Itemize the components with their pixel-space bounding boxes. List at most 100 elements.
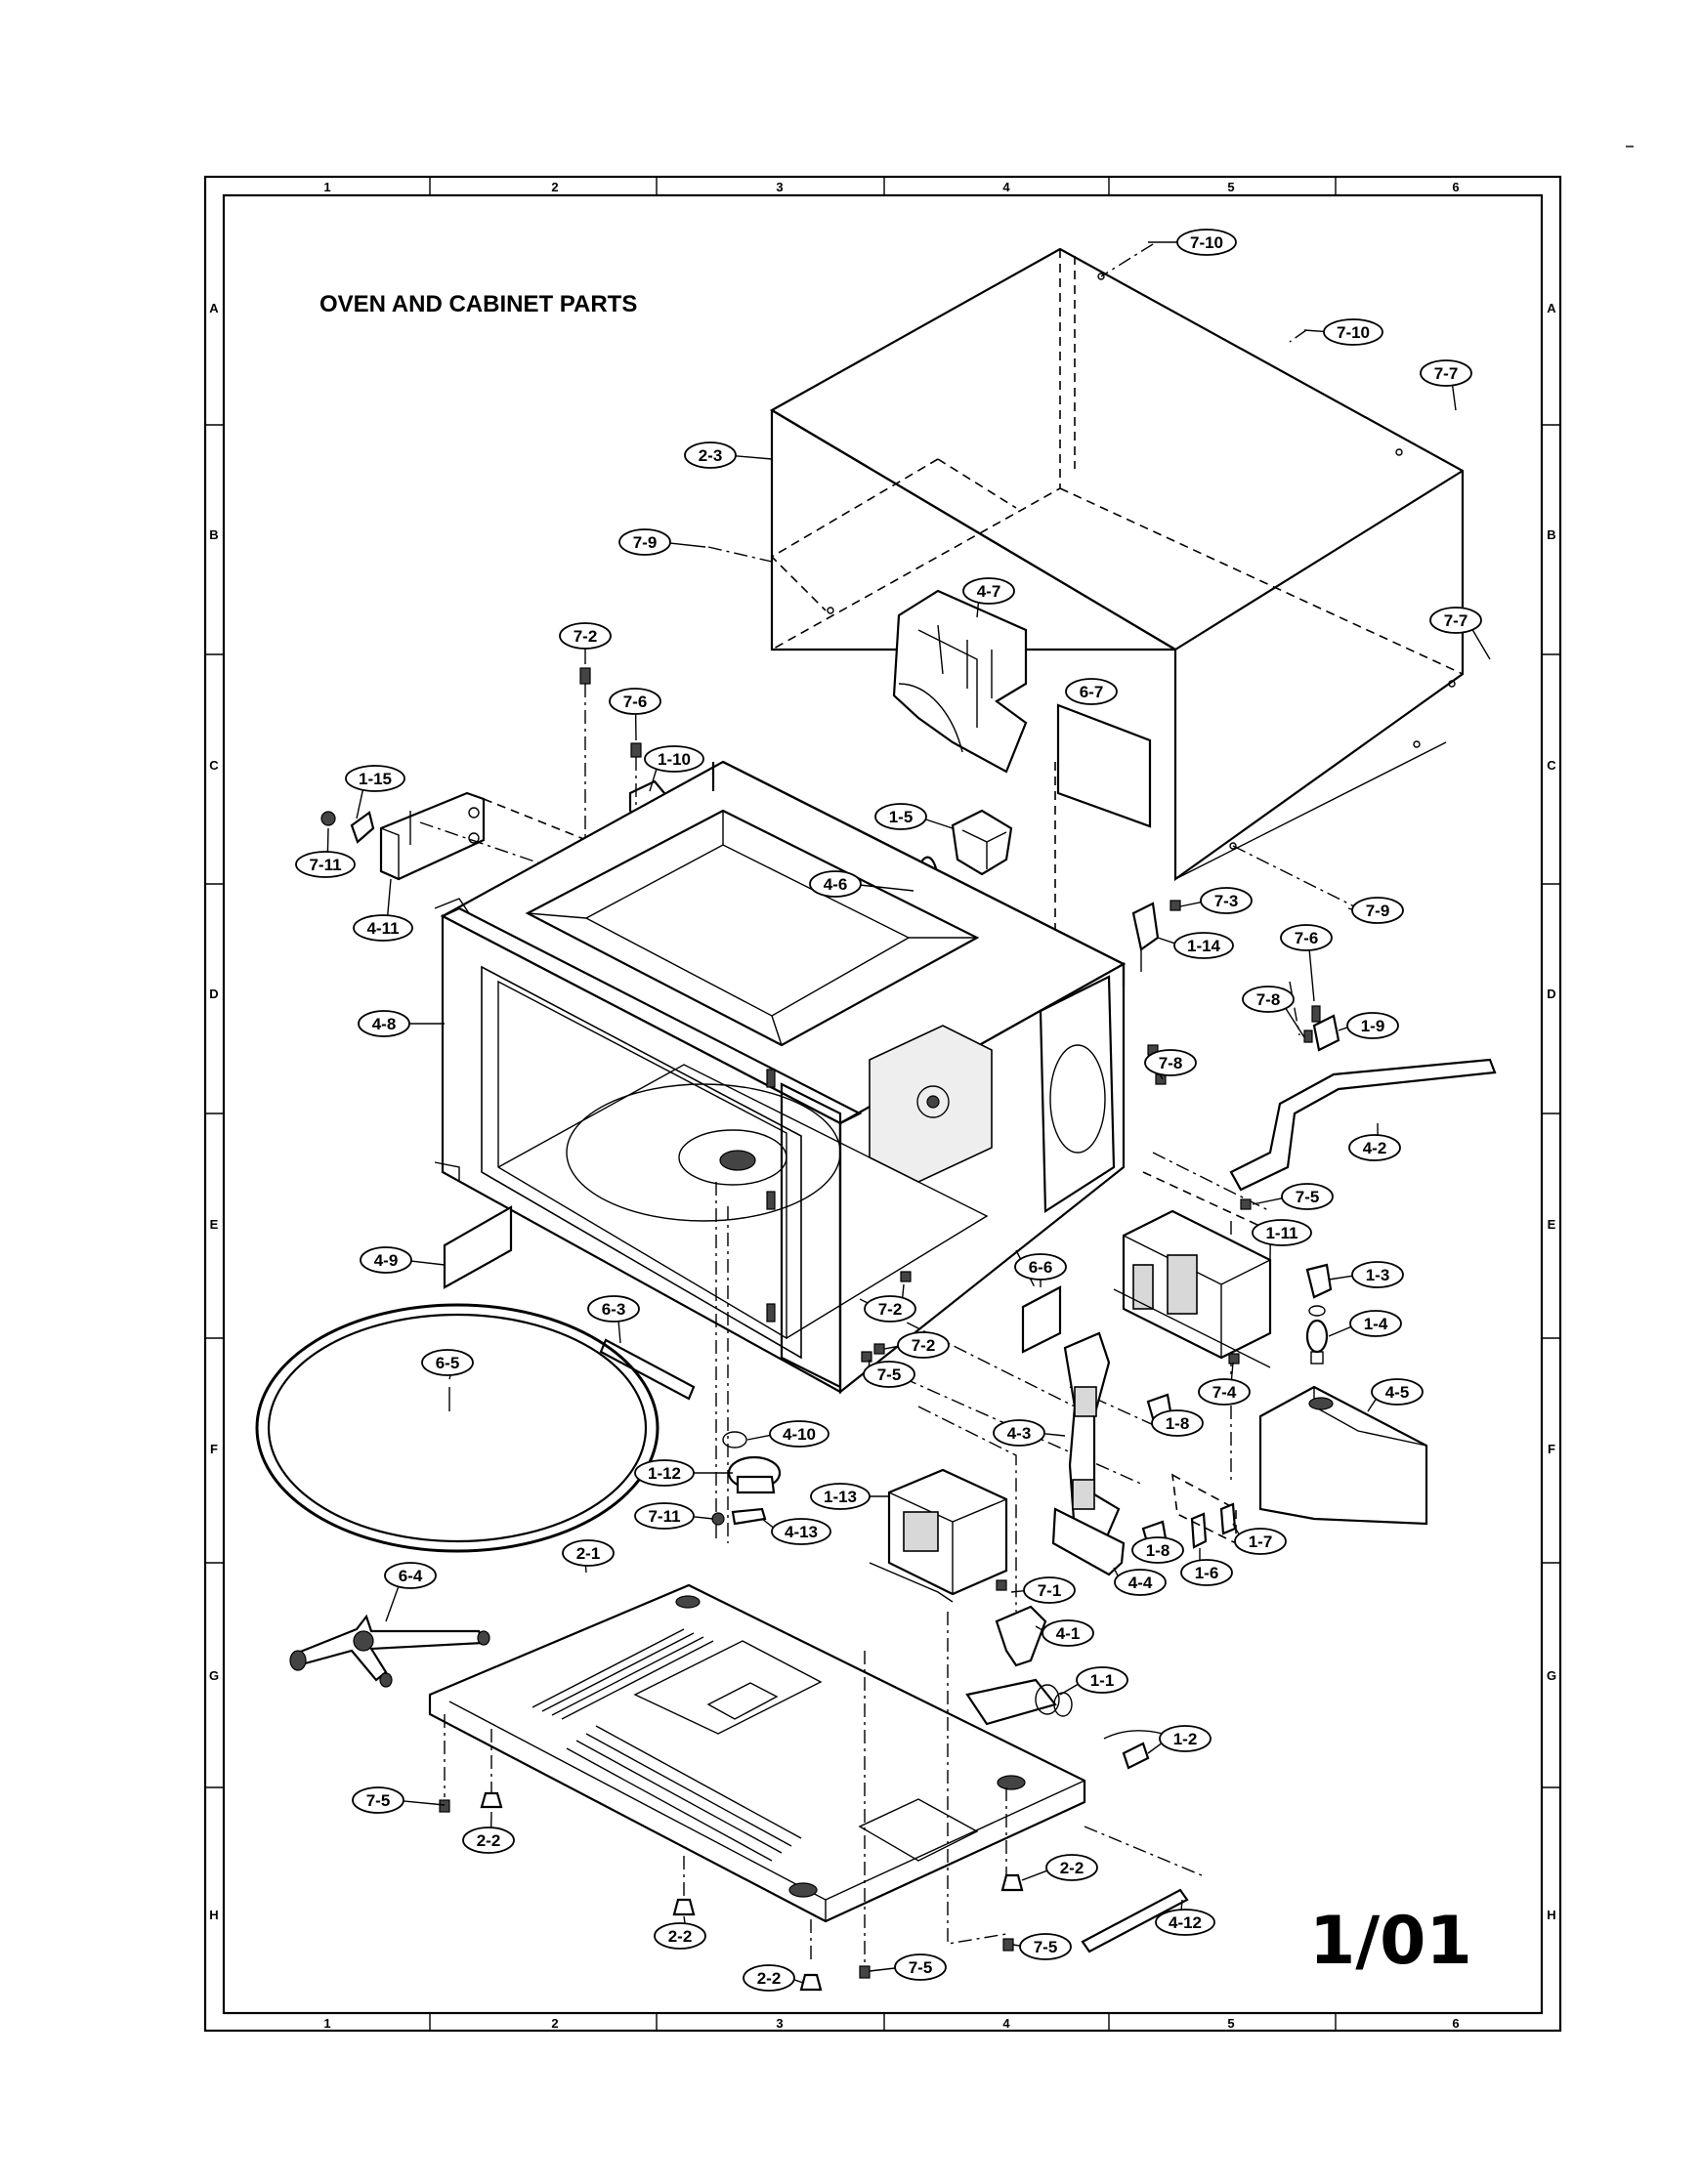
- callout-bubble: [1252, 1219, 1312, 1246]
- label-6-6: [1021, 1285, 1062, 1354]
- grid-row-label-right: F: [1548, 1442, 1555, 1456]
- callout-label: 7-9: [1366, 902, 1390, 920]
- callout-4-3: 4-3: [993, 1419, 1066, 1447]
- callout-bubble: [358, 1010, 410, 1037]
- callout-label: 6-7: [1080, 683, 1104, 701]
- callout-leader: [410, 1260, 446, 1266]
- grid-column-label-top: 3: [776, 180, 783, 194]
- callout-leader: [1232, 1523, 1240, 1535]
- callout-bubble: [1131, 1536, 1184, 1564]
- callout-label: 7-5: [1296, 1188, 1320, 1206]
- callout-label: 4-5: [1385, 1383, 1410, 1402]
- label-6-3: [599, 1338, 696, 1401]
- fuse-1-1: [965, 1678, 1073, 1726]
- callout-bubble: [1144, 1049, 1197, 1076]
- callout-7-6: 7-6: [1280, 924, 1333, 1002]
- callout-bubble: [810, 1483, 871, 1510]
- callout-bubble: [771, 1518, 831, 1545]
- callout-label: 4-2: [1363, 1139, 1387, 1157]
- callout-label: 4-11: [366, 919, 399, 938]
- grid-row-label-left: G: [209, 1668, 219, 1683]
- callout-bubble: [1019, 1933, 1072, 1960]
- callout-7-11: 7-11: [295, 827, 356, 878]
- callout-1-8: 1-8: [1131, 1536, 1184, 1564]
- fuse-holder-1-15: [320, 811, 375, 844]
- callout-leader: [693, 1516, 714, 1520]
- callout-leader: [1338, 1027, 1348, 1031]
- callout-bubble: [1348, 1134, 1401, 1161]
- small-screws: [861, 1271, 1240, 1591]
- callout-label: 1-13: [824, 1488, 857, 1506]
- callout-leader: [617, 1321, 621, 1344]
- callout-1-3: 1-3: [1328, 1261, 1404, 1288]
- callout-label: 1-11: [1265, 1224, 1297, 1242]
- lamp-cover-4-5: [1258, 1385, 1428, 1526]
- callout-label: 7-10: [1190, 233, 1223, 252]
- callout-label: 7-2: [878, 1300, 903, 1319]
- callout-7-2: 7-2: [883, 1331, 950, 1359]
- callout-bubble: [609, 688, 661, 715]
- callout-2-3: 2-3: [684, 441, 773, 469]
- thermal-cutout-1-3: [1305, 1263, 1333, 1317]
- callout-bubble: [897, 1331, 950, 1359]
- callout-label: 7-2: [574, 627, 598, 646]
- callout-label: 7-5: [366, 1791, 391, 1810]
- power-transformer-1-11: [1113, 1209, 1272, 1368]
- callout-label: 6-6: [1029, 1258, 1053, 1277]
- callout-label: 7-8: [1256, 990, 1281, 1009]
- callout-2-2: 2-2: [743, 1964, 804, 1992]
- grid-row-label-right: G: [1547, 1668, 1556, 1683]
- louver-vents: [532, 1628, 802, 1862]
- callout-2-1: 2-1: [562, 1539, 615, 1574]
- switch-1-9: [1303, 1005, 1340, 1052]
- callout-label: 7-11: [309, 856, 341, 874]
- callout-leader: [356, 789, 364, 819]
- callout-6-5: 6-5: [421, 1349, 474, 1380]
- callout-label: 1-10: [658, 750, 691, 769]
- callout-bubble: [1349, 1310, 1402, 1337]
- callout-7-5: 7-5: [352, 1786, 446, 1814]
- grid-row-label-right: H: [1547, 1908, 1555, 1922]
- callout-bubble: [1151, 1409, 1204, 1437]
- callout-bubble: [360, 1246, 412, 1274]
- callout-4-10: 4-10: [746, 1420, 829, 1448]
- callout-label: 7-5: [909, 1958, 933, 1977]
- plate-4-9: [443, 1205, 513, 1289]
- callout-label: 1-1: [1090, 1671, 1115, 1690]
- callout-4-8: 4-8: [358, 1010, 445, 1037]
- callout-4-7: 4-7: [962, 577, 1015, 618]
- callout-label: 1-12: [648, 1464, 681, 1483]
- callout-4-1: 4-1: [1035, 1619, 1094, 1647]
- callout-label: 7-7: [1444, 611, 1468, 630]
- callout-bubble: [863, 1361, 915, 1388]
- grid-column-label-bottom: 4: [1002, 2016, 1010, 2031]
- callout-1-8: 1-8: [1151, 1409, 1204, 1437]
- grid-column-label-bottom: 1: [323, 2016, 330, 2031]
- callout-7-3: 7-3: [1179, 887, 1253, 914]
- callout-label: 1-6: [1195, 1564, 1219, 1582]
- callout-bubble: [1155, 1909, 1215, 1936]
- callout-leader: [649, 769, 658, 792]
- callout-leader: [326, 827, 329, 853]
- callout-bubble: [1346, 1012, 1399, 1039]
- lamp-1-4: [1305, 1319, 1329, 1365]
- switch-1-14: [1131, 900, 1181, 972]
- page-number: 1/01: [1309, 1903, 1472, 1980]
- callout-bubble: [462, 1827, 515, 1854]
- callout-bubble: [1045, 1854, 1098, 1881]
- callout-bubble: [809, 870, 862, 898]
- callout-bubble: [1114, 1569, 1167, 1596]
- callout-label: 7-6: [1295, 929, 1319, 947]
- callout-leader: [761, 1518, 774, 1529]
- callout-bubble: [874, 803, 927, 830]
- callout-label: 4-3: [1007, 1424, 1032, 1443]
- callout-label: 1-9: [1361, 1017, 1385, 1035]
- fan-motor-1-5: [951, 809, 1013, 876]
- callout-bubble: [1280, 924, 1333, 951]
- callout-bubble: [1281, 1183, 1334, 1210]
- grid-column-label-top: 6: [1452, 180, 1459, 194]
- callout-bubble: [352, 1786, 404, 1814]
- callout-bubble: [384, 1562, 437, 1589]
- callout-label: 6-4: [399, 1567, 423, 1585]
- callout-leader: [1157, 937, 1175, 945]
